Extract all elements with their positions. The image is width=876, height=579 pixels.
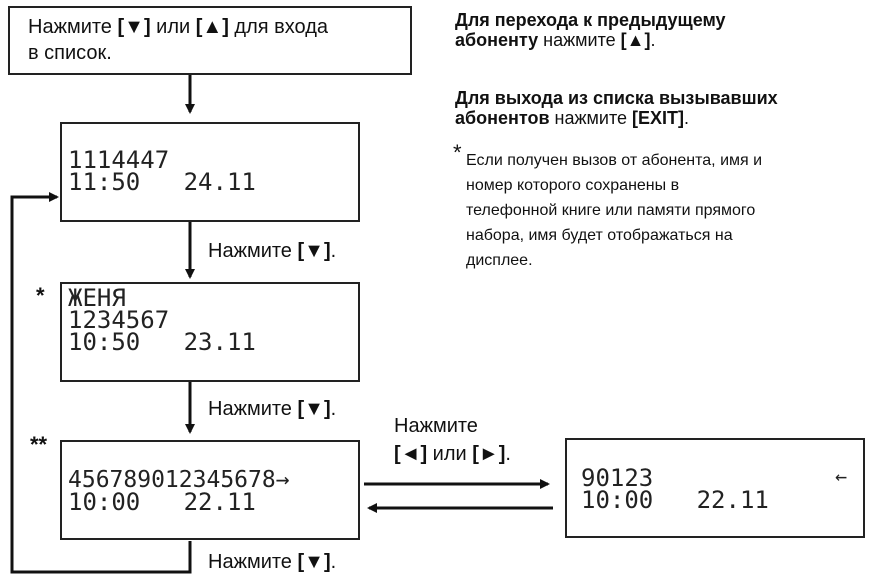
- screen2-name: ЖЕНЯ: [68, 284, 126, 312]
- exit-list-instruction: Для выхода из списка вызывавших абоненто…: [455, 88, 778, 128]
- screen4-time-date: 10:00 22.11: [581, 486, 769, 514]
- footnote-star: *: [453, 140, 462, 165]
- screen1-time-date: 11:50 24.11: [68, 168, 256, 196]
- screen4-left-arrow-icon: ←: [835, 464, 848, 488]
- instruction-line1: Нажмите [▼] или [▲] для входа: [28, 16, 329, 38]
- display-screen-4: 90123 ← 10:00 22.11: [565, 438, 865, 538]
- up-key-label: [▲]: [195, 16, 229, 38]
- press-down-label-2: Нажмите [▼].: [208, 398, 337, 420]
- down-key-label: [▼]: [117, 16, 151, 38]
- instruction-line2: в список.: [28, 42, 112, 64]
- screen1-number: 1114447: [68, 146, 170, 174]
- screen4-number-remainder: 90123: [581, 464, 654, 492]
- press-left-right-label: Нажмите [◄] или [►].: [394, 415, 511, 465]
- press-down-label-3: Нажмите [▼].: [208, 551, 337, 573]
- instruction-box: Нажмите [▼] или [▲] для входа в список.: [8, 6, 412, 75]
- note-star-marker: *: [36, 283, 45, 308]
- display-screen-2: ЖЕНЯ 1234567 10:50 23.11: [60, 282, 360, 382]
- screen3-long-number: 456789012345678→: [68, 467, 290, 493]
- display-screen-3: 456789012345678→ 10:00 22.11: [60, 440, 360, 540]
- arrow-loop-back-to-screen1: [10, 192, 192, 574]
- press-down-label-1: Нажмите [▼].: [208, 240, 337, 262]
- screen2-number: 1234567: [68, 306, 170, 334]
- screen3-time-date: 10:00 22.11: [68, 488, 256, 516]
- long-number-star-marker: **: [30, 432, 48, 457]
- display-screen-1: 1114447 11:50 24.11: [60, 122, 360, 222]
- screen2-time-date: 10:50 23.11: [68, 328, 256, 356]
- footnote-text: Если получен вызов от абонента, имя и но…: [466, 152, 763, 269]
- previous-caller-instruction: Для перехода к предыдущему абоненту нажм…: [455, 10, 726, 50]
